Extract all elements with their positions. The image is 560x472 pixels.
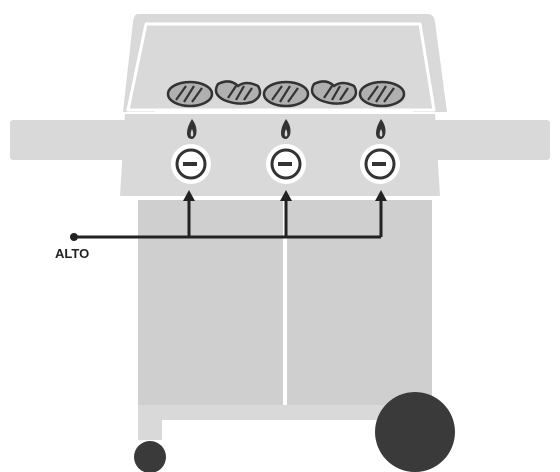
- knob-3[interactable]: [360, 144, 400, 184]
- pointer-origin-dot: [70, 233, 78, 241]
- steak-1: [166, 80, 214, 108]
- grill-grate: [155, 110, 413, 113]
- arrow-head-3: [375, 190, 387, 201]
- steaks: [166, 80, 406, 108]
- steak-3: [262, 80, 310, 108]
- steak-5: [358, 80, 406, 108]
- cabinet-right-door: [287, 200, 432, 405]
- flame-icon-2: [281, 119, 291, 139]
- side-shelf-right: [424, 120, 550, 160]
- steak-4: [310, 80, 358, 105]
- flame-icon-3: [376, 119, 386, 139]
- pointer-lines: [74, 200, 383, 239]
- arrow-heads: [183, 190, 387, 201]
- small-wheel: [134, 441, 166, 472]
- steak-2: [214, 80, 262, 105]
- grill-lid-inner-outline: [126, 22, 436, 112]
- control-label: ALTO: [55, 246, 89, 261]
- side-shelf-left: [10, 120, 136, 160]
- knob-1[interactable]: [171, 144, 211, 184]
- arrow-head-2: [280, 190, 292, 201]
- flame-icons: [187, 119, 386, 139]
- large-wheel: [375, 392, 455, 472]
- cart-frame: [138, 405, 432, 440]
- arrow-head-1: [183, 190, 195, 201]
- knob-2[interactable]: [266, 144, 306, 184]
- flame-icon-1: [187, 119, 197, 139]
- cabinet-left-door: [138, 200, 283, 405]
